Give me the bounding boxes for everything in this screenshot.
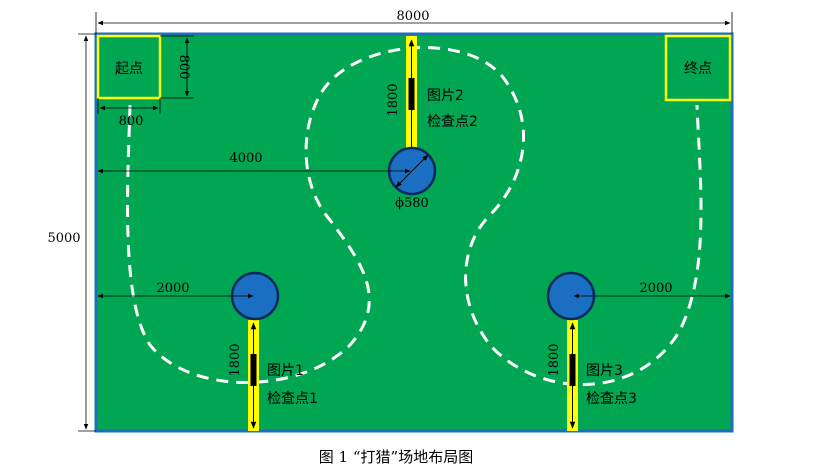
right-offset-label: 2000 [639, 281, 672, 296]
start-zone-width-label: 800 [119, 114, 144, 129]
figure-caption: 图 1 “打猎”场地布局图 [319, 448, 473, 466]
center-offset-label: 4000 [229, 151, 262, 166]
checkpoint-2-track: 1800 [386, 36, 417, 171]
picture-3-label: 图片3 [586, 363, 623, 379]
left-offset-label: 2000 [156, 281, 189, 296]
right-target-circle: 2000 [546, 271, 731, 321]
checkpoint-2-label: 检查点2 [427, 114, 478, 130]
circle-diameter-label: ϕ580 [395, 196, 429, 211]
checkpoint-1-label: 检查点1 [267, 391, 318, 407]
track-1-length-label: 1800 [228, 343, 243, 376]
checkpoint-1-track: 1800 [228, 320, 259, 431]
center-target-circle: ϕ580 [387, 146, 437, 211]
checkpoint-3-label: 检查点3 [586, 391, 637, 407]
center-offset-dimension: 4000 [97, 151, 411, 174]
left-target-circle: 2000 [97, 271, 280, 321]
start-zone-height-label: 800 [176, 55, 191, 80]
start-zone: 起点 [96, 34, 162, 100]
start-zone-width-dimension: 800 [97, 98, 161, 129]
track-3-length-label: 1800 [547, 343, 562, 376]
checkpoint-3-track: 1800 [547, 320, 578, 431]
start-zone-label: 起点 [115, 61, 143, 77]
picture-2-label: 图片2 [427, 88, 464, 104]
end-zone-label: 终点 [684, 61, 712, 77]
field-height-dimension: 5000 [47, 33, 96, 432]
robot-route-path [126, 46, 703, 386]
picture-1-label: 图片1 [267, 363, 304, 379]
field-width-label: 8000 [396, 9, 429, 24]
field-height-label: 5000 [47, 231, 80, 246]
field-width-dimension: 8000 [95, 9, 733, 34]
start-zone-height-dimension: 800 [160, 35, 194, 99]
end-zone: 终点 [664, 34, 732, 102]
track-2-length-label: 1800 [386, 83, 401, 116]
